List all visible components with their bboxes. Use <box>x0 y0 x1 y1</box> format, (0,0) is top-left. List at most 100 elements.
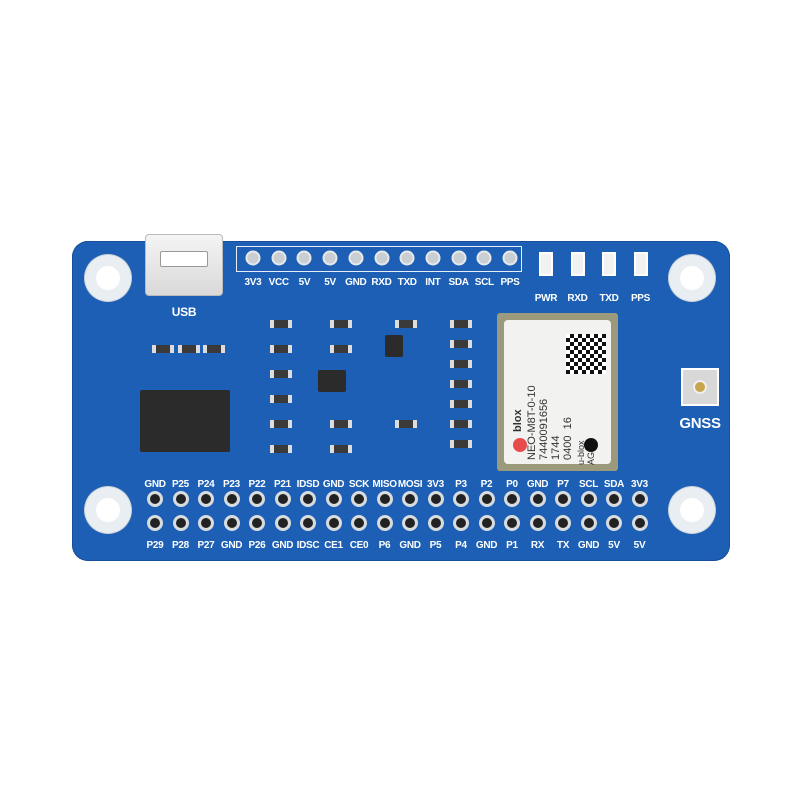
micro-usb-port <box>145 234 223 296</box>
gpio-pin <box>376 491 393 507</box>
smd-component <box>450 420 472 428</box>
gpio-pin <box>300 491 316 507</box>
gpio-label: TX <box>556 540 570 551</box>
header-pad <box>451 250 467 266</box>
header-pad <box>348 250 364 266</box>
gpio-pin <box>478 515 495 531</box>
mounting-hole <box>85 487 131 533</box>
qr-code <box>566 334 606 374</box>
gpio-pin <box>325 491 342 507</box>
ic-chip <box>140 390 230 452</box>
gpio-pin <box>147 515 163 531</box>
gpio-label: P3 <box>455 479 467 490</box>
header-pad <box>476 250 492 266</box>
header-label: SDA <box>448 277 469 288</box>
gpio-label: GND <box>322 479 345 490</box>
gpio-label: 3V3 <box>631 479 648 490</box>
gpio-label: P25 <box>172 479 189 490</box>
gpio-label: P7 <box>557 479 569 490</box>
gpio-pin <box>300 515 316 531</box>
gpio-label: P26 <box>248 540 266 551</box>
header-label: PPS <box>500 277 520 288</box>
ic-small <box>385 335 403 357</box>
smd-component <box>330 420 352 428</box>
gpio-pin <box>249 515 265 531</box>
led <box>602 252 616 276</box>
gpio-pin <box>198 491 214 507</box>
gpio-pin <box>580 515 597 531</box>
gpio-pin <box>453 515 469 531</box>
smd-component <box>270 320 292 328</box>
gpio-label: GND <box>144 479 166 490</box>
smd-component <box>330 445 352 453</box>
gnss-label: GNSS <box>679 415 721 432</box>
gpio-pin <box>223 491 240 507</box>
gpio-pin <box>402 491 418 507</box>
header-outline <box>236 246 522 272</box>
smd-component <box>270 370 292 378</box>
mounting-hole <box>669 255 715 301</box>
gpio-label: P24 <box>197 479 215 490</box>
led-label: RXD <box>567 293 588 304</box>
gpio-pin <box>504 515 520 531</box>
dot-marker <box>584 438 598 452</box>
header-pad <box>296 250 312 266</box>
smd-component <box>203 345 225 353</box>
usb-label: USB <box>171 305 197 319</box>
gpio-label: RX <box>530 540 545 551</box>
gpio-label: GND <box>271 540 294 551</box>
smd-component <box>330 345 352 353</box>
gpio-pin <box>606 491 622 507</box>
gpio-pin <box>427 515 444 531</box>
gpio-pin <box>555 515 571 531</box>
gpio-label: P27 <box>197 540 215 551</box>
gpio-label: P1 <box>506 540 518 551</box>
gpio-pin <box>249 491 265 507</box>
gpio-pin <box>402 515 418 531</box>
gpio-pin <box>529 515 546 531</box>
gpio-label: CE0 <box>349 540 369 551</box>
smd-component <box>450 400 472 408</box>
header-label: TXD <box>397 277 417 288</box>
led-label: PWR <box>534 293 558 304</box>
ublox-logo <box>513 438 527 452</box>
gpio-pin <box>172 515 189 531</box>
gpio-label: IDSD <box>296 479 320 490</box>
smd-component <box>178 345 200 353</box>
gpio-label: P0 <box>506 479 518 490</box>
header-label: SCL <box>474 277 494 288</box>
header-label: RXD <box>371 277 392 288</box>
gpio-label: 3V3 <box>427 479 444 490</box>
gpio-label: MISO <box>372 479 397 490</box>
brand-text: blox <box>512 409 524 432</box>
led-label: PPS <box>630 293 651 304</box>
gpio-pin <box>223 515 240 531</box>
gpio-pin <box>631 491 648 507</box>
header-pad <box>399 250 415 266</box>
mounting-hole <box>669 487 715 533</box>
smd-component <box>270 420 292 428</box>
gpio-label: P23 <box>223 479 240 490</box>
gpio-pin <box>529 491 546 507</box>
gpio-pin <box>453 491 469 507</box>
gpio-label: SCL <box>578 479 599 490</box>
header-pad <box>245 250 261 266</box>
gpio-label: P2 <box>480 479 493 490</box>
header-label: 5V <box>298 277 311 288</box>
led <box>633 252 648 276</box>
gpio-label: P21 <box>274 479 291 490</box>
header-pad <box>374 250 389 266</box>
gpio-pin <box>274 515 291 531</box>
gpio-label: GND <box>526 479 549 490</box>
gpio-label: P4 <box>455 540 467 551</box>
gpio-label: GND <box>220 540 243 551</box>
header-pad <box>425 250 441 266</box>
smd-component <box>395 320 417 328</box>
smd-component <box>152 345 174 353</box>
header-label: GND <box>345 277 367 288</box>
gpio-label: GND <box>577 540 600 551</box>
gpio-pin <box>172 491 189 507</box>
gpio-pin <box>274 491 291 507</box>
gpio-label: P28 <box>172 540 189 551</box>
header-pad <box>322 250 338 266</box>
